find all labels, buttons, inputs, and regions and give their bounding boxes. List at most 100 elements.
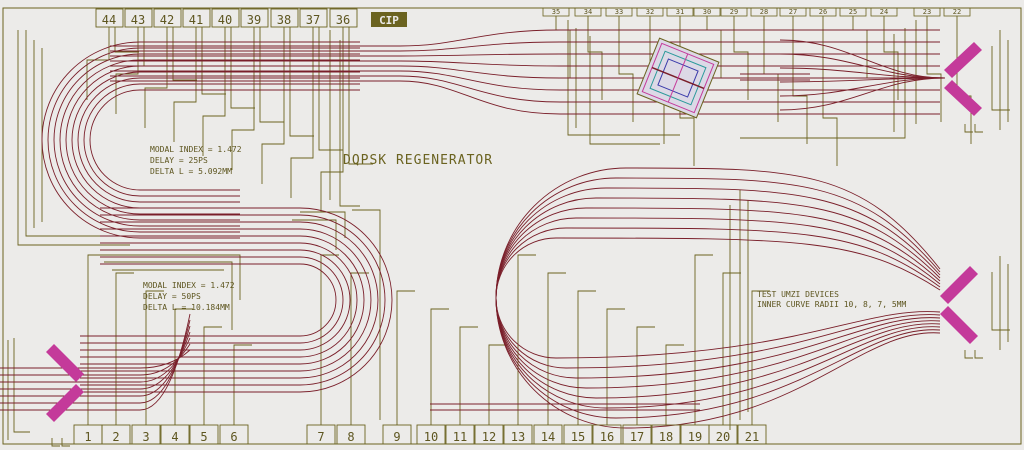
- pad-label-38: 38: [277, 13, 291, 27]
- couplers: [46, 42, 982, 422]
- pad-label-44: 44: [102, 13, 116, 27]
- pad-label-33: 33: [615, 8, 623, 16]
- pad-label-10: 10: [424, 430, 438, 444]
- bond-pad-3: [131, 424, 161, 445]
- pad-label-2: 2: [112, 430, 119, 444]
- annotation-test-line2: INNER CURVE RADII 10, 8, 7, 5MM: [757, 300, 906, 309]
- pad-label-34: 34: [584, 8, 592, 16]
- bond-pad-21: [737, 424, 767, 445]
- bond-pad-43: [124, 8, 153, 28]
- annotation-upper-line3: DELTA L = 5.092MM: [150, 167, 232, 176]
- pad-label-12: 12: [482, 430, 496, 444]
- bond-pad-41: [182, 8, 211, 28]
- pad-label-40: 40: [218, 13, 232, 27]
- pad-label-22: 22: [953, 8, 961, 16]
- waveguide-routes: [0, 29, 946, 429]
- pad-label-16: 16: [600, 430, 614, 444]
- pad-label-32: 32: [646, 8, 654, 16]
- coupler-mid-right-lower: [940, 306, 978, 344]
- bond-pad-33: [605, 7, 633, 17]
- bond-pad-6: [219, 424, 249, 445]
- pad-label-29: 29: [730, 8, 738, 16]
- bond-pad-31: [666, 7, 694, 17]
- pad-label-17: 17: [630, 430, 644, 444]
- pad-label-15: 15: [571, 430, 585, 444]
- annotation-delay-50ps: MODAL INDEX = 1.472 DELAY = 50PS DELTA L…: [143, 281, 235, 312]
- bond-pad-15: [563, 424, 593, 445]
- pad-label-39: 39: [247, 13, 261, 27]
- bond-pad-42: [153, 8, 182, 28]
- bond-pad-26: [809, 7, 837, 17]
- pad-label-4: 4: [171, 430, 178, 444]
- pad-label-6: 6: [230, 430, 237, 444]
- pad-label-31: 31: [676, 8, 684, 16]
- pad-label-7: 7: [317, 430, 324, 444]
- pad-label-26: 26: [819, 8, 827, 16]
- pad-label-8: 8: [347, 430, 354, 444]
- pad-label-35: 35: [552, 8, 560, 16]
- bond-pad-32: [636, 7, 664, 17]
- coupler-top-right-upper: [944, 42, 982, 78]
- annotation-test-devices: TEST UMZI DEVICES INNER CURVE RADII 10, …: [757, 290, 906, 309]
- pads-top-left: 44 43 42 41 40 39 38 37 36: [95, 8, 358, 28]
- annotation-lower-line2: DELAY = 50PS: [143, 292, 201, 301]
- bond-pad-28: [750, 7, 778, 17]
- cip-logo: CIP: [371, 12, 407, 27]
- annotation-delay-25ps: MODAL INDEX = 1.472 DELAY = 25PS DELTA L…: [150, 145, 242, 176]
- bond-pad-36: [329, 8, 358, 28]
- bond-pad-44: [95, 8, 124, 28]
- mmi-device: [636, 37, 720, 119]
- pad-label-13: 13: [511, 430, 525, 444]
- coupler-bottom-left-lower: [46, 384, 84, 422]
- bond-pad-23: [913, 7, 941, 17]
- bond-pad-37: [299, 8, 328, 28]
- pad-label-1: 1: [84, 430, 91, 444]
- bond-pad-17: [622, 424, 652, 445]
- bond-pad-22: [943, 7, 971, 17]
- bond-pad-40: [211, 8, 240, 28]
- pad-label-37: 37: [306, 13, 320, 27]
- pad-label-42: 42: [160, 13, 174, 27]
- pad-label-11: 11: [453, 430, 467, 444]
- bond-pad-27: [779, 7, 807, 17]
- bond-pad-7: [306, 424, 336, 445]
- pad-label-14: 14: [541, 430, 555, 444]
- pad-label-3: 3: [142, 430, 149, 444]
- bond-pad-30: [693, 7, 721, 17]
- annotation-lower-line1: MODAL INDEX = 1.472: [143, 281, 235, 290]
- pad-label-19: 19: [688, 430, 702, 444]
- device-title: DQPSK REGENERATOR: [343, 153, 493, 168]
- electrode-traces: [7, 16, 1010, 447]
- annotation-upper-line2: DELAY = 25PS: [150, 156, 208, 165]
- pad-label-36: 36: [336, 13, 350, 27]
- bond-pad-20: [708, 424, 738, 445]
- bond-pad-13: [503, 424, 533, 445]
- pad-label-43: 43: [131, 13, 145, 27]
- bond-pad-25: [839, 7, 867, 17]
- bond-pad-8: [336, 424, 366, 445]
- pad-label-18: 18: [659, 430, 673, 444]
- annotation-lower-line3: DELTA L = 10.184MM: [143, 303, 230, 312]
- pad-label-20: 20: [716, 430, 730, 444]
- annotation-test-line1: TEST UMZI DEVICES: [757, 290, 839, 299]
- bond-pad-11: [445, 424, 475, 445]
- bond-pad-35: [542, 7, 570, 17]
- bond-pad-2: [101, 424, 131, 445]
- bond-pad-14: [533, 424, 563, 445]
- bond-pad-12: [474, 424, 504, 445]
- pad-label-27: 27: [789, 8, 797, 16]
- bond-pad-9: [382, 424, 412, 445]
- pad-label-25: 25: [849, 8, 857, 16]
- bond-pad-39: [240, 8, 269, 28]
- annotation-upper-line1: MODAL INDEX = 1.472: [150, 145, 242, 154]
- bond-pad-34: [574, 7, 602, 17]
- bond-pad-10: [416, 424, 446, 445]
- pad-label-41: 41: [189, 13, 203, 27]
- bond-pad-4: [160, 424, 190, 445]
- pad-label-9: 9: [393, 430, 400, 444]
- coupler-top-right-lower: [944, 80, 982, 116]
- bond-pad-5: [189, 424, 219, 445]
- pad-label-23: 23: [923, 8, 931, 16]
